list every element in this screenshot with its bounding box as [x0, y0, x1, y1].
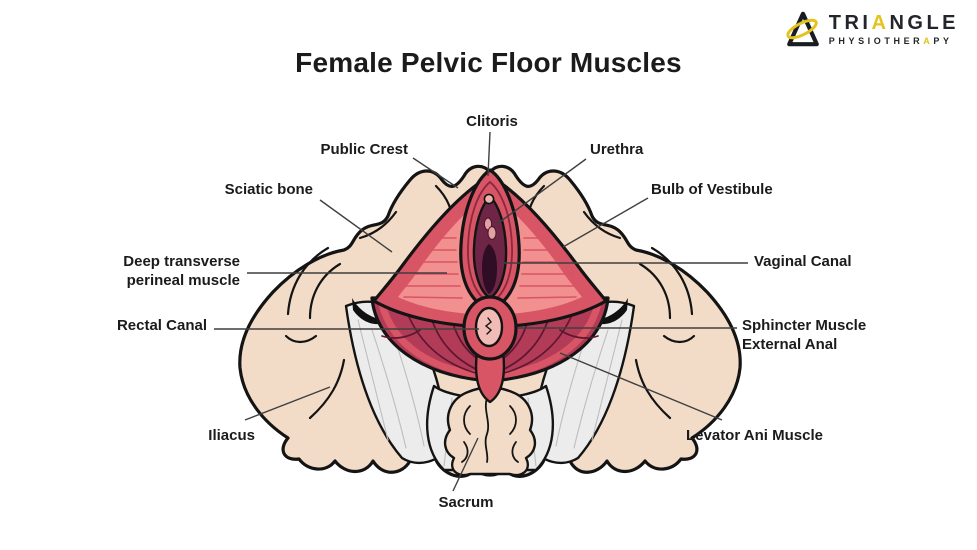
label-deep-transverse-line2: perineal muscle [126, 271, 240, 289]
sacrum-shape [443, 386, 537, 477]
label-vaginal-canal: Vaginal Canal [754, 253, 852, 270]
leader-bulb-of-vestibule [562, 197, 649, 248]
shadow-crescent-left [352, 298, 390, 325]
anus-suture-mark [484, 317, 493, 335]
label-sphincter-line1: Sphincter Muscle [742, 317, 867, 334]
brand-logo: TRIANGLE PHYSIOTHERAPY [784, 9, 959, 49]
vaginal-canal-opening [482, 244, 497, 294]
brand-text: TRIANGLE PHYSIOTHERAPY [829, 12, 959, 47]
brand-name-pre: TRI [828, 11, 872, 34]
leader-sciatic-bone [319, 199, 393, 253]
label-deep-transverse-line1: Deep transverse [123, 253, 240, 270]
leader-urethra [496, 158, 587, 225]
label-bulb-of-vestibule: Bulb of Vestibule [651, 181, 773, 198]
leader-levator-ani [559, 352, 723, 421]
label-clitoris: Clitoris [466, 113, 518, 130]
brand-tagline-accent: A [923, 35, 934, 46]
label-sphincter-line2: External Anal [742, 335, 838, 353]
brand-name-accent: A [871, 11, 890, 34]
sacrum-squiggles [461, 397, 519, 463]
anus-opening [474, 306, 504, 348]
brand-tagline: PHYSIOTHERAPY [829, 36, 953, 47]
label-sacrum: Sacrum [438, 494, 494, 511]
brand-name: TRIANGLE [829, 12, 959, 34]
leader-iliacus [244, 386, 331, 421]
page-title: Female Pelvic Floor Muscles [295, 47, 682, 78]
label-urethra: Urethra [590, 141, 644, 158]
shadow-crescent-right [590, 298, 628, 325]
brand-name-post: NGLE [889, 11, 959, 34]
leader-public-crest [412, 157, 459, 189]
brand-tagline-pre: PHYSIOTHER [828, 35, 924, 46]
urethra-opening [483, 217, 497, 240]
leader-clitoris [487, 131, 491, 177]
label-deep-transverse-perineal-muscle: Deep transverse perineal muscle [123, 253, 240, 290]
clitoris-glans [483, 193, 495, 205]
label-sciatic-bone: Sciatic bone [224, 181, 313, 198]
label-levator-ani-muscle: Levator Ani Muscle [686, 427, 823, 444]
leader-sacrum [452, 437, 479, 492]
brand-tagline-post: PY [933, 35, 953, 46]
triangle-logo-icon [786, 11, 819, 47]
label-iliacus: Iliacus [208, 427, 255, 444]
label-public-crest: Public Crest [320, 141, 408, 158]
leader-lines [214, 131, 748, 492]
label-rectal-canal: Rectal Canal [116, 317, 207, 334]
perineal-striations [399, 237, 581, 299]
label-sphincter-external-anal: Sphincter Muscle External Anal [742, 317, 866, 354]
